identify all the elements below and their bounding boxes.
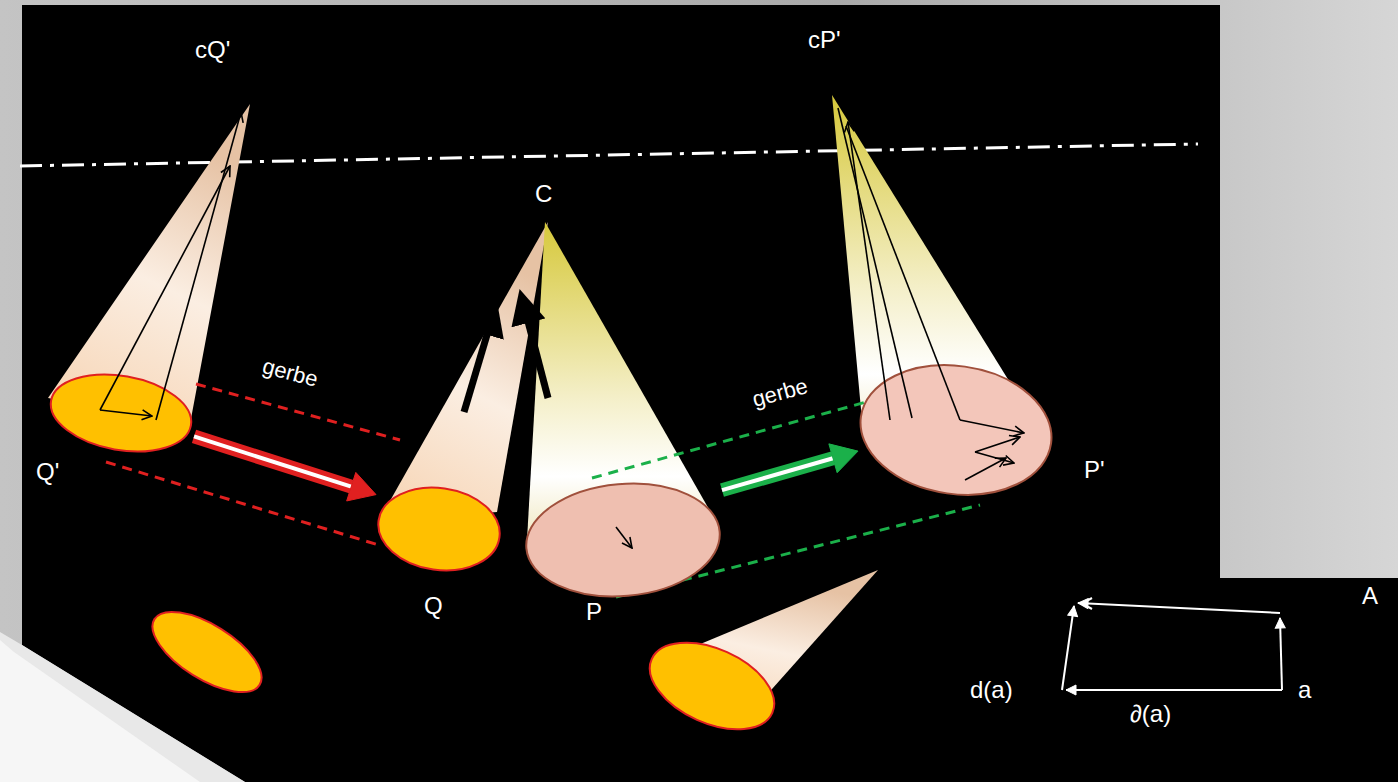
gerbe-arrow: [722, 444, 858, 490]
flow-arrow: [464, 306, 548, 412]
edge-label: gerbe: [749, 373, 810, 413]
disk: [637, 625, 788, 746]
gerbe-dashed-line: [592, 394, 895, 478]
disk-ellipse: [521, 476, 724, 604]
vector-arrow: [616, 527, 632, 548]
gerbe-arrow-core: [722, 458, 833, 490]
disk-label: P': [1084, 456, 1105, 484]
disk-label: Q': [36, 458, 59, 486]
vector-arrow: [100, 410, 152, 416]
arrow-head: [347, 472, 376, 501]
vector-arrow: [975, 437, 1020, 452]
disk-label: Q: [424, 592, 443, 620]
arrow-label: ∂(a): [1130, 700, 1171, 728]
cone: [48, 104, 250, 424]
disk-node: P': [858, 364, 1054, 496]
background-panel: [0, 640, 200, 782]
square-diagram: [1280, 618, 1282, 690]
arrow-label: d(a): [970, 676, 1013, 704]
square-diagram: [1082, 598, 1092, 609]
disk-ellipse: [45, 364, 198, 462]
flow-arrow: [464, 318, 492, 412]
vector-arrow: [965, 458, 1006, 480]
vector-arrow: [156, 112, 241, 420]
disk: [140, 596, 787, 746]
point-label: a: [1298, 676, 1311, 704]
gerbe-arrow-core: [194, 436, 351, 486]
arrow-head: [829, 444, 858, 473]
disk-node: Q: [376, 486, 502, 572]
vector-arrow: [960, 420, 1024, 433]
gerbe-arrow-body: [194, 436, 351, 486]
dash-dot-line: [20, 144, 1198, 166]
square-diagram: [1062, 598, 1282, 690]
corner-label: A: [1362, 582, 1378, 610]
vector-arrow: [100, 108, 1024, 548]
gerbe-arrow-body: [722, 458, 833, 490]
disk-shape: [376, 486, 502, 572]
gerbe-arrow: [194, 436, 376, 501]
background-panel: [0, 5, 1398, 782]
vector-arrow: [848, 122, 890, 420]
disk-shape: [524, 482, 722, 598]
vector-arrow: [838, 108, 912, 418]
gerbe-dashed-line: [196, 384, 400, 440]
cone-apex-label: cQ': [195, 36, 230, 64]
square-diagram: [1062, 606, 1074, 690]
square-diagram: [1078, 603, 1280, 613]
square-diagram: [1066, 689, 1282, 691]
cone-apex-label: cP': [808, 26, 841, 54]
disk-shape: [858, 364, 1054, 496]
disk: [140, 596, 274, 708]
edge-label: gerbe: [259, 353, 320, 393]
disk-node: P: [524, 482, 722, 598]
cone: [378, 222, 548, 522]
vector-arrow: [975, 452, 1014, 463]
disk-label: P: [586, 598, 602, 626]
disk-ellipse: [373, 480, 505, 578]
vector-arrow: [846, 126, 960, 420]
vector-arrow: [100, 166, 230, 410]
background-panel: [22, 5, 1398, 782]
gerbe-dashed-line: [106, 462, 382, 546]
cone-apex-label: C: [535, 180, 552, 208]
flow-arrow: [524, 306, 548, 398]
dash-dot-line: [20, 144, 1198, 166]
